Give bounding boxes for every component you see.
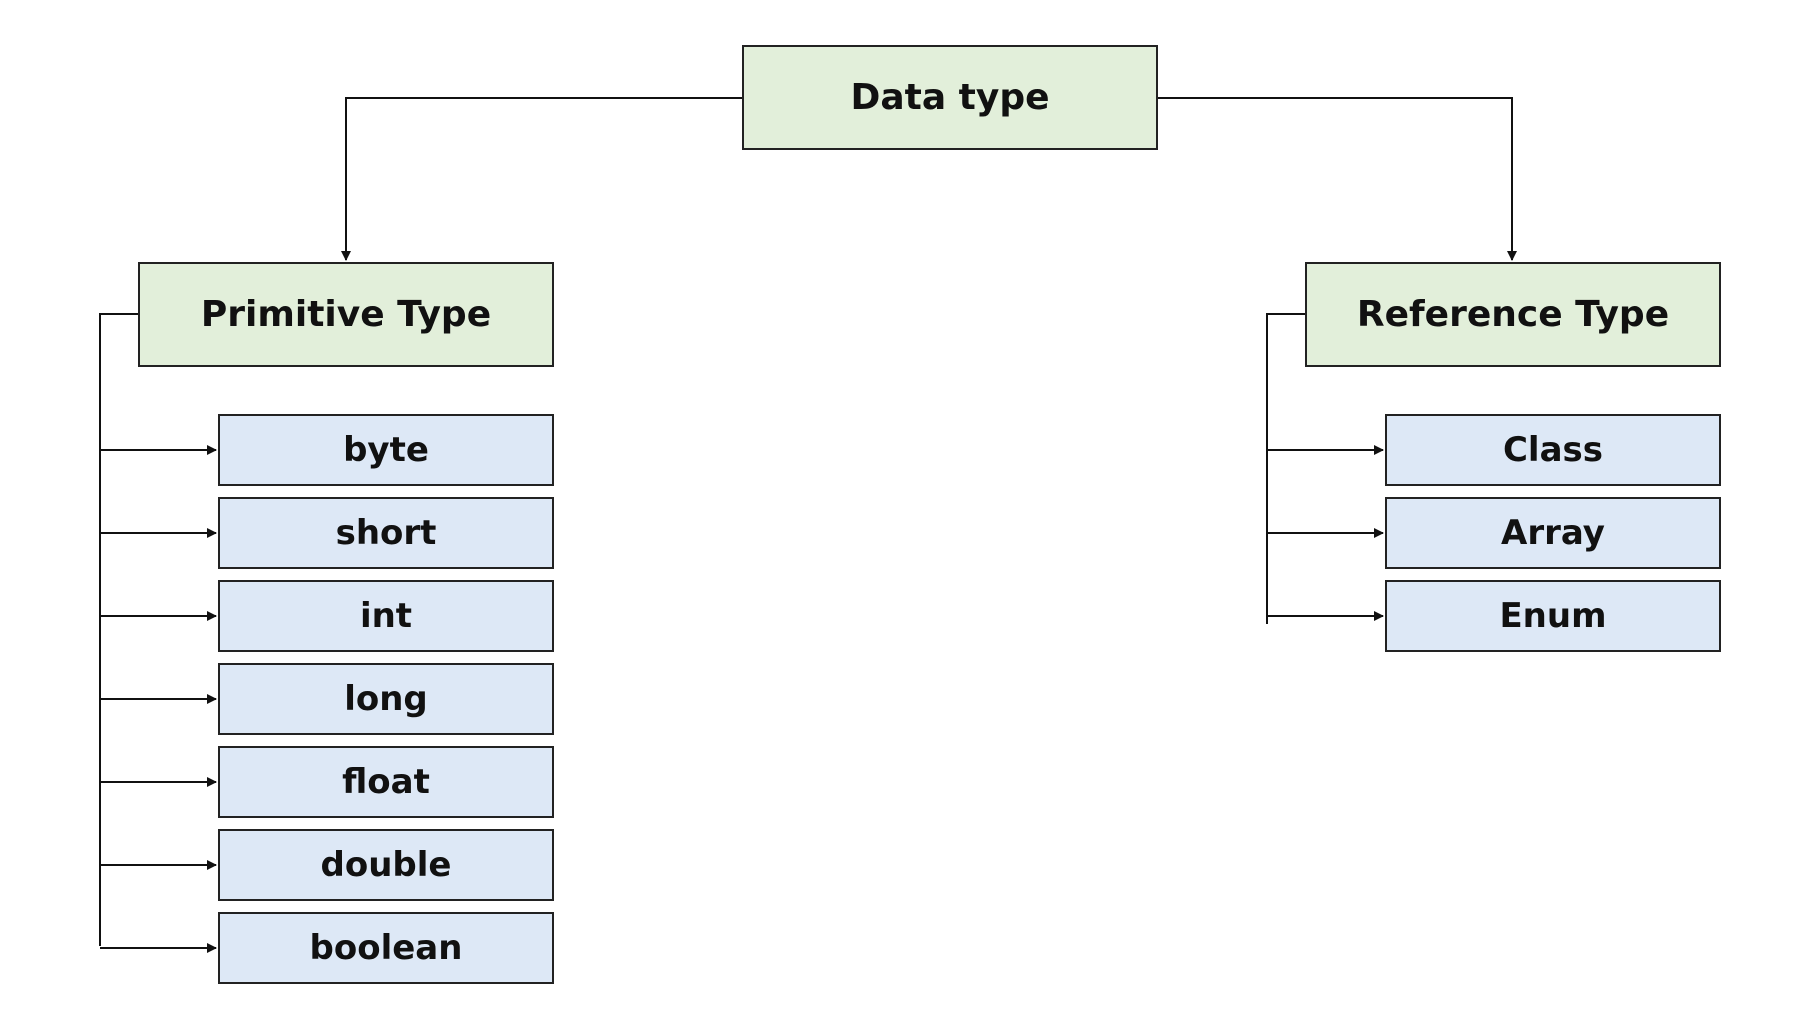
primitive-item-label: float: [342, 762, 430, 802]
primitive-type-label: Primitive Type: [200, 294, 492, 335]
primitive-item-long: long: [218, 663, 554, 735]
primitive-item-label: boolean: [309, 928, 463, 968]
reference-type-node: Reference Type: [1305, 262, 1721, 367]
reference-item-label: Array: [1501, 513, 1605, 553]
primitive-item-int: int: [218, 580, 554, 652]
primitive-item-boolean: boolean: [218, 912, 554, 984]
primitive-item-label: byte: [343, 430, 429, 470]
branch-connectors: [100, 445, 1384, 953]
reference-item-label: Enum: [1499, 596, 1607, 636]
primitive-spine-connector: [99, 313, 138, 946]
reference-item-label: Class: [1502, 430, 1604, 470]
primitive-item-short: short: [218, 497, 554, 569]
reference-item-class: Class: [1385, 414, 1721, 486]
primitive-item-label: long: [344, 679, 428, 719]
root-to-reference-connector: [1158, 97, 1517, 261]
primitive-item-float: float: [218, 746, 554, 818]
primitive-item-label: double: [320, 845, 452, 885]
root-to-primitive-connector: [341, 97, 742, 261]
primitive-type-node: Primitive Type: [138, 262, 554, 367]
reference-type-label: Reference Type: [1356, 294, 1670, 335]
primitive-item-label: short: [335, 513, 437, 553]
reference-spine-connector: [1266, 313, 1305, 624]
data-type-node: Data type: [742, 45, 1158, 150]
reference-item-array: Array: [1385, 497, 1721, 569]
reference-item-enum: Enum: [1385, 580, 1721, 652]
primitive-item-byte: byte: [218, 414, 554, 486]
primitive-item-label: int: [359, 596, 413, 636]
primitive-item-double: double: [218, 829, 554, 901]
data-type-label: Data type: [850, 77, 1050, 118]
